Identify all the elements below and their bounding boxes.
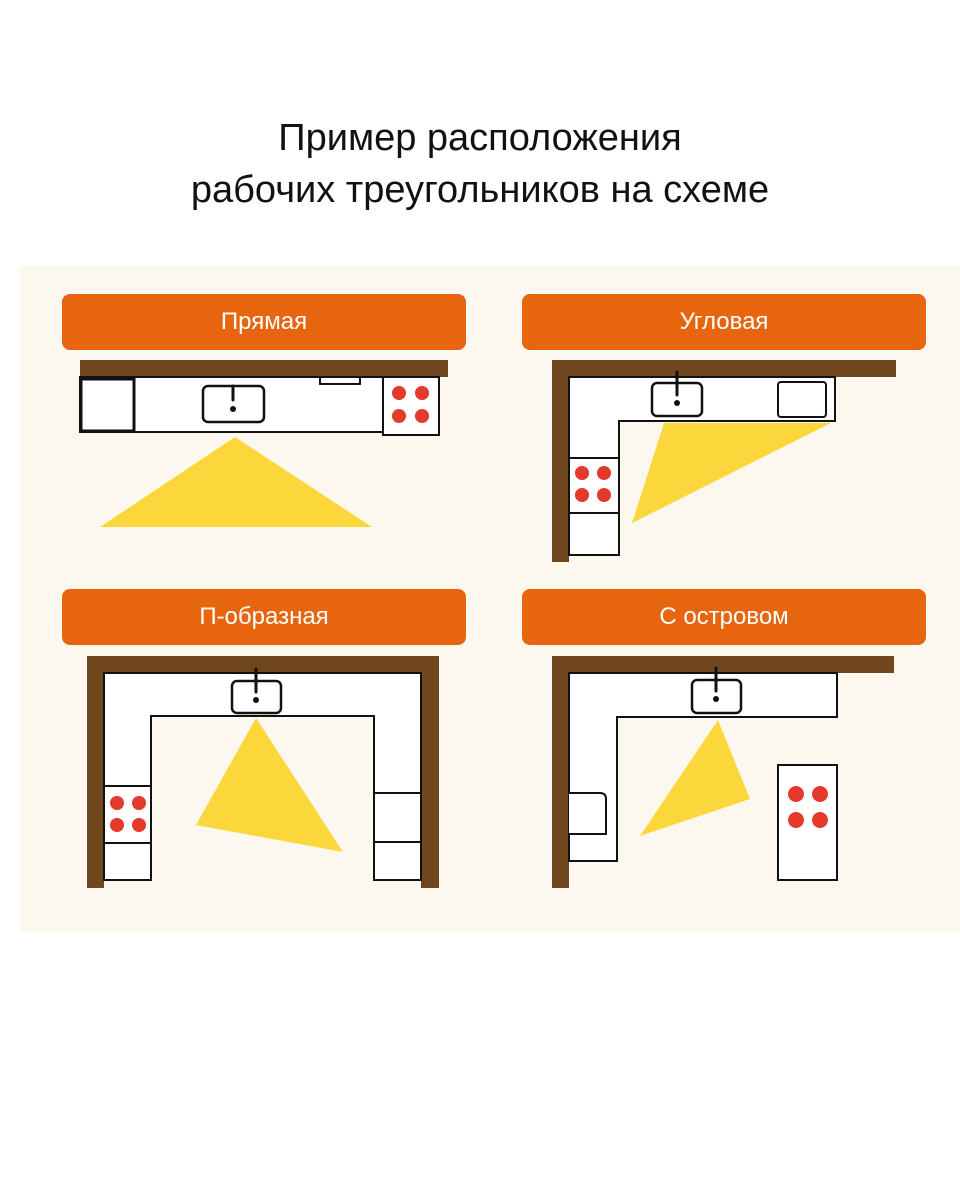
layout-label-text: Угловая — [679, 308, 769, 335]
island-stove — [777, 764, 838, 881]
work-triangle — [196, 718, 343, 852]
page-title: Пример расположения рабочих треугольнико… — [0, 112, 960, 216]
stove — [568, 457, 620, 514]
fridge — [569, 792, 607, 835]
sink-icon — [650, 370, 704, 418]
fridge — [79, 377, 136, 433]
stove — [103, 785, 152, 844]
work-triangle — [632, 423, 831, 523]
sink-icon — [690, 666, 743, 715]
layout-label-corner: Угловая — [522, 294, 926, 350]
sink-icon — [201, 384, 266, 424]
layout-label-text: С островом — [659, 603, 789, 630]
counter — [103, 672, 422, 881]
layout-u-shaped — [87, 656, 439, 888]
fridge — [777, 381, 827, 418]
layout-label-text: П-образная — [199, 603, 329, 630]
title-line-2: рабочих треугольников на схеме — [190, 169, 770, 211]
stove — [382, 376, 440, 436]
work-triangle — [640, 720, 750, 836]
layout-straight — [79, 360, 448, 527]
layout-island — [552, 656, 894, 888]
title-line-1: Пример расположения — [278, 117, 682, 159]
work-triangle — [100, 437, 372, 527]
layout-label-text: Прямая — [220, 308, 308, 335]
sink-icon — [230, 667, 283, 715]
layout-corner — [552, 360, 896, 562]
layout-label-straight: Прямая — [62, 294, 466, 350]
layout-label-u-shaped: П-образная — [62, 589, 466, 645]
drawer-handle — [319, 376, 361, 385]
wall — [80, 360, 448, 377]
layout-label-island: С островом — [522, 589, 926, 645]
